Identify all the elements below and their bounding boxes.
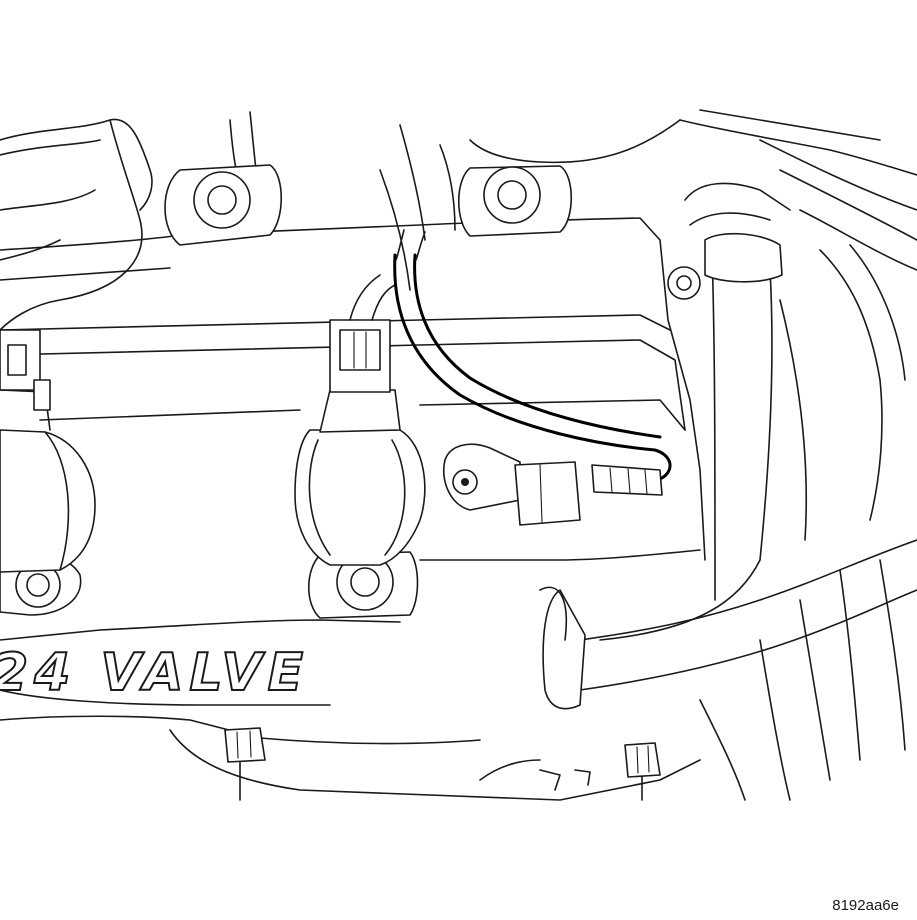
valve-engraving: 24 VALVE bbox=[0, 642, 309, 704]
engine-cover bbox=[0, 217, 706, 801]
lower-connector-right bbox=[624, 742, 661, 801]
sensor-connector bbox=[591, 464, 663, 496]
cover-bolt-upper-left bbox=[164, 164, 283, 246]
sensor-wire-harness bbox=[393, 229, 672, 480]
right-accessory-lines bbox=[679, 109, 917, 801]
camshaft-position-sensor bbox=[443, 443, 581, 526]
figure-id: 8192aa6e bbox=[832, 897, 899, 914]
rear-harness-lines bbox=[0, 111, 681, 331]
ignition-coil-left bbox=[0, 329, 96, 573]
cover-bolt-right bbox=[667, 266, 701, 300]
cover-bolt-lower-center bbox=[308, 551, 419, 619]
lower-small-parts bbox=[539, 769, 591, 791]
lower-connector-left bbox=[224, 727, 266, 801]
ignition-coil-center bbox=[294, 274, 426, 566]
valve-engraving-text: 24 VALVE bbox=[0, 643, 309, 703]
cover-bolt-upper-center bbox=[457, 165, 573, 237]
coolant-hose bbox=[539, 182, 917, 710]
